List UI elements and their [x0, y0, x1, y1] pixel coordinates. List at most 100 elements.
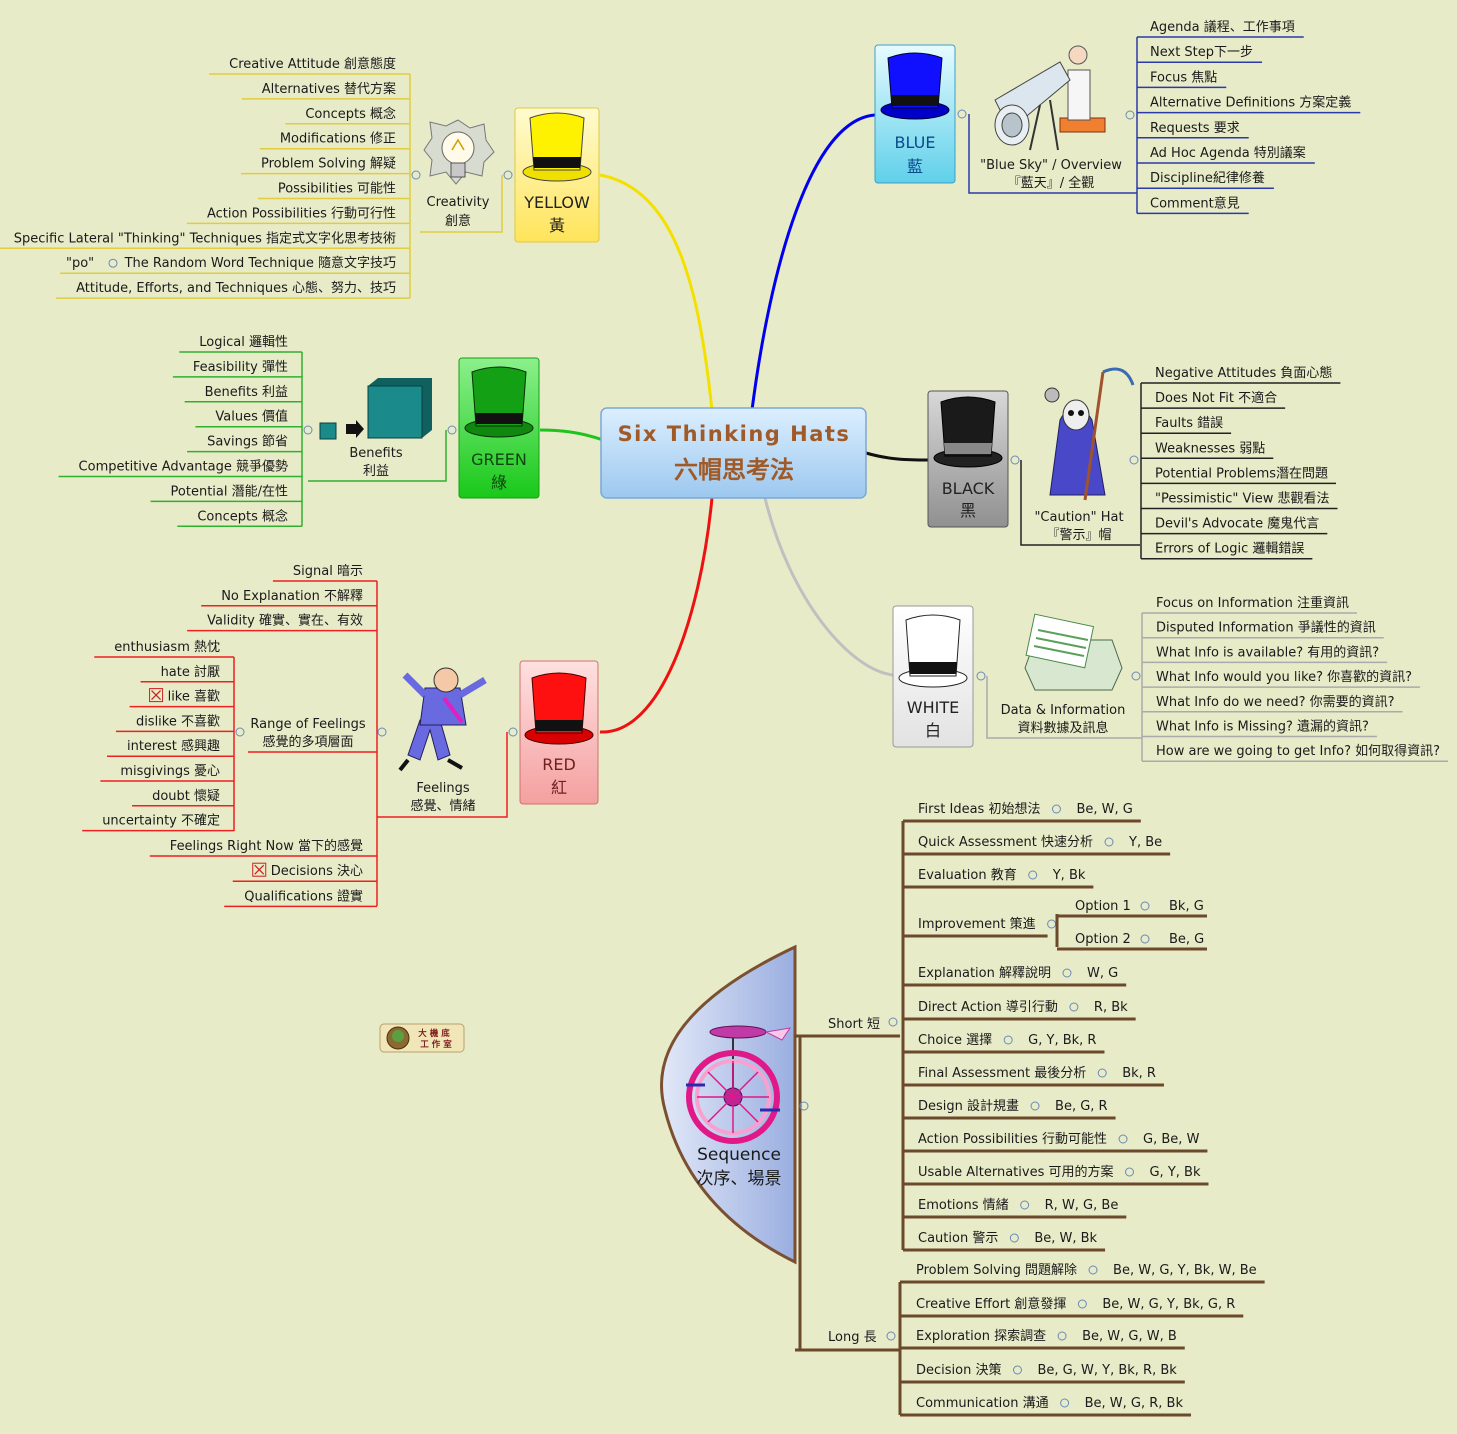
list-item[interactable]: Next Step下一步	[1137, 45, 1263, 63]
list-item[interactable]: Values 價值	[195, 409, 302, 428]
green-items-toggle[interactable]	[303, 425, 313, 435]
sequence-item-toggle[interactable]	[1104, 837, 1114, 847]
list-item[interactable]: Focus 焦點	[1137, 70, 1227, 89]
green-concept[interactable]: Benefits 利益	[319, 378, 432, 479]
list-item[interactable]: What Info would you like? 你喜歡的資訊?	[1142, 669, 1421, 688]
black-concept[interactable]: "Caution" Hat 『警示』帽	[1034, 367, 1135, 543]
sequence-long-toggle[interactable]	[886, 1331, 896, 1341]
sequence-short-node[interactable]: Short 短	[828, 1017, 880, 1032]
list-item[interactable]: misgivings 憂心	[100, 764, 234, 782]
yellow-hat-node[interactable]: YELLOW 黃	[514, 107, 600, 243]
red-items-toggle[interactable]	[377, 727, 387, 737]
sequence-item-toggle[interactable]	[1009, 1233, 1019, 1243]
list-item[interactable]: Signal 暗示	[272, 564, 377, 582]
sequence-node[interactable]: Sequence 次序、場景	[660, 944, 797, 1265]
yellow-items-toggle[interactable]	[411, 170, 421, 180]
list-item[interactable]: enthusiasm 熱忱	[94, 640, 234, 658]
sequence-item-toggle[interactable]	[1088, 1265, 1098, 1275]
list-item[interactable]: Concepts 概念	[285, 106, 410, 125]
option-toggle[interactable]	[1140, 934, 1150, 944]
list-item[interactable]: Focus on Information 注重資訊	[1142, 595, 1357, 614]
list-item[interactable]: Weaknesses 弱點	[1141, 441, 1274, 460]
list-item[interactable]: Discipline紀律修養	[1137, 170, 1274, 189]
list-item[interactable]: Alternatives 替代方案	[241, 81, 410, 100]
list-item[interactable]: Competitive Advantage 競爭優勢	[58, 460, 302, 478]
list-item[interactable]: Logical 邏輯性	[179, 335, 302, 353]
list-item[interactable]: interest 感興趣	[106, 738, 234, 757]
list-item[interactable]: Agenda 議程、工作事項	[1137, 20, 1304, 38]
list-item[interactable]: Errors of Logic 邏輯錯誤	[1141, 541, 1313, 560]
range-toggle[interactable]	[235, 727, 245, 737]
po-node[interactable]: "po"	[60, 256, 118, 274]
list-item[interactable]: Devil's Advocate 魔鬼代言	[1141, 516, 1328, 535]
blue-collapse-toggle[interactable]	[957, 109, 967, 119]
sequence-item-toggle[interactable]	[1062, 968, 1072, 978]
sequence-item-toggle[interactable]	[1051, 804, 1061, 814]
list-item[interactable]: No Explanation 不解釋	[201, 588, 377, 607]
list-item[interactable]: Negative Attitudes 負面心態	[1141, 365, 1341, 384]
sequence-item-toggle[interactable]	[1057, 1331, 1067, 1341]
green-hat-node[interactable]: GREEN 綠	[458, 357, 540, 499]
list-item[interactable]: Benefits 利益	[184, 385, 302, 403]
sequence-item-toggle[interactable]	[1097, 1068, 1107, 1078]
white-concept[interactable]: Data & Information 資料數據及訊息	[1001, 613, 1126, 736]
sequence-item-toggle[interactable]	[1047, 919, 1057, 929]
yellow-concept[interactable]: Creativity 創意	[423, 119, 495, 229]
sequence-item-toggle[interactable]	[1069, 1002, 1079, 1012]
blue-concept[interactable]: "Blue Sky" / Overview 『藍天』/ 全觀	[980, 45, 1122, 191]
black-hat-node[interactable]: BLACK 黑	[927, 390, 1009, 528]
list-item[interactable]: Does Not Fit 不適合	[1141, 390, 1286, 409]
list-item[interactable]: doubt 懷疑	[132, 788, 234, 807]
list-item[interactable]: Possibilities 可能性	[257, 182, 410, 200]
sequence-item-toggle[interactable]	[1124, 1167, 1134, 1177]
list-item[interactable]: Concepts 概念	[177, 508, 302, 528]
red-hat-node[interactable]: RED 紅	[519, 660, 599, 805]
list-item[interactable]: Decisions 決心	[232, 862, 377, 882]
sequence-long-node[interactable]: Long 長	[828, 1330, 877, 1345]
sequence-short-toggle[interactable]	[888, 1017, 898, 1027]
blue-hat-node[interactable]: BLUE 藍	[874, 44, 956, 184]
blue-items-toggle[interactable]	[1125, 110, 1135, 120]
red-collapse-toggle[interactable]	[508, 727, 518, 737]
list-item[interactable]: Creative Attitude 創意態度	[209, 56, 410, 75]
list-item[interactable]: Action Possibilities 行動可行性	[186, 206, 410, 225]
white-collapse-toggle[interactable]	[976, 671, 986, 681]
list-item[interactable]: uncertainty 不確定	[82, 813, 234, 832]
list-item[interactable]: Faults 錯誤	[1141, 415, 1232, 434]
white-hat-node[interactable]: WHITE 白	[892, 605, 974, 748]
black-items-toggle[interactable]	[1129, 455, 1139, 465]
option-toggle[interactable]	[1140, 901, 1150, 911]
list-item[interactable]: Qualifications 證實	[224, 888, 377, 908]
list-item[interactable]: What Info is Missing? 遺漏的資訊?	[1142, 719, 1377, 738]
sequence-item-toggle[interactable]	[1118, 1134, 1128, 1144]
sequence-item-toggle[interactable]	[1028, 870, 1038, 880]
list-item[interactable]: Feelings Right Now 當下的感覺	[149, 838, 377, 857]
list-item[interactable]: What Info do we need? 你需要的資訊?	[1142, 694, 1403, 713]
list-item[interactable]: Feasibility 彈性	[172, 360, 302, 378]
list-item[interactable]: Ad Hoc Agenda 特別議案	[1137, 146, 1315, 164]
list-item[interactable]: Alternative Definitions 方案定義	[1137, 95, 1361, 114]
red-concept[interactable]: Feelings 感覺、情緒	[398, 667, 487, 814]
yellow-collapse-toggle[interactable]	[503, 170, 513, 180]
list-item[interactable]: Potential Problems潛在問題	[1141, 466, 1337, 485]
list-item[interactable]: Problem Solving 解疑	[240, 156, 410, 175]
sequence-collapse-toggle[interactable]	[799, 1101, 809, 1111]
